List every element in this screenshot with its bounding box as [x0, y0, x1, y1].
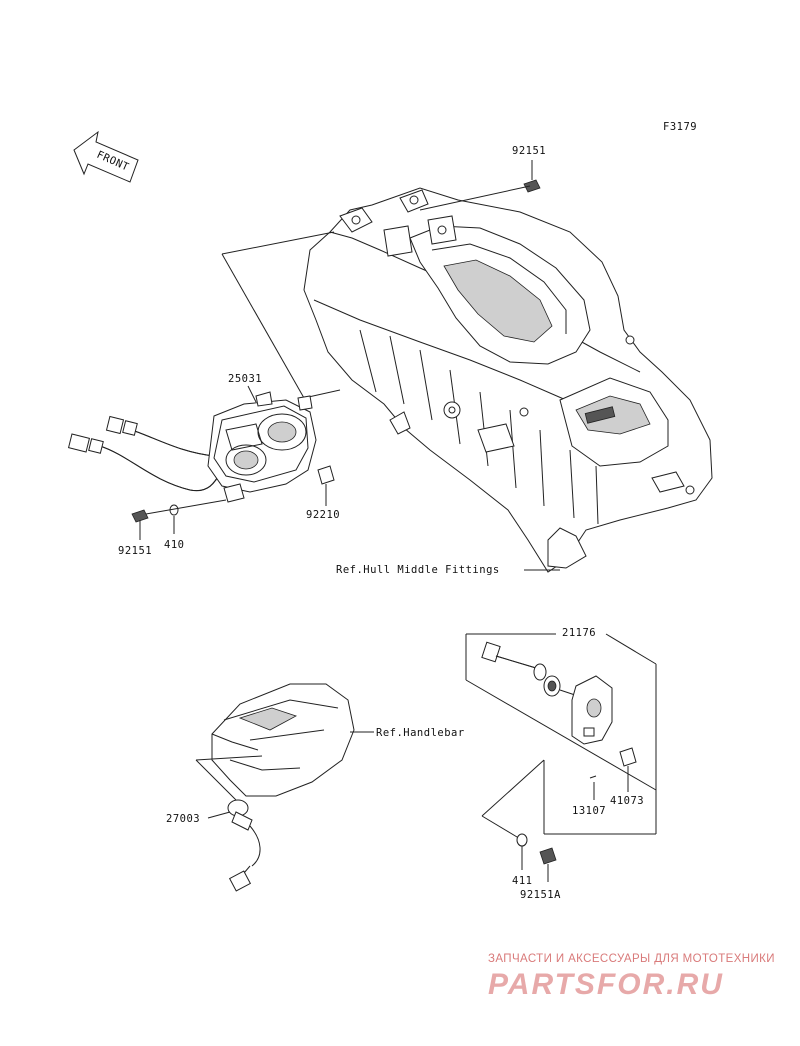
hull-dash-panel — [303, 187, 713, 573]
label-13107: 13107 — [572, 805, 606, 817]
label-ref-handlebar: Ref.Handlebar — [376, 727, 465, 739]
label-410: 410 — [164, 539, 184, 551]
label-ref-hull: Ref.Hull Middle Fittings — [336, 564, 500, 576]
handlebar-cover — [211, 683, 355, 797]
label-41073: 41073 — [610, 795, 644, 807]
label-411: 411 — [512, 875, 532, 887]
pin-13107 — [589, 775, 597, 800]
watermark-tagline: ЗАПЧАСТИ И АКСЕССУАРЫ ДЛЯ МОТОТЕХНИКИ — [488, 953, 775, 965]
bolt-92151-left — [131, 509, 149, 540]
label-25031: 25031 — [228, 373, 262, 385]
label-92151A: 92151A — [520, 889, 561, 901]
figure-code: F3179 — [663, 121, 697, 133]
nut-92210 — [317, 465, 335, 506]
front-arrow-icon: FRONT — [73, 130, 139, 183]
label-27003: 27003 — [166, 813, 200, 825]
label-21176: 21176 — [562, 627, 596, 639]
watermark-logo: PARTSFOR.RU — [488, 968, 724, 1001]
washer-411 — [516, 833, 528, 870]
clip-41073 — [619, 747, 637, 792]
washer-410 — [169, 504, 179, 534]
bolt-92151A — [539, 847, 557, 882]
label-92151-left: 92151 — [118, 545, 152, 557]
label-92151-top: 92151 — [512, 145, 546, 157]
sensor-27003 — [227, 799, 261, 892]
bolt-92151-top — [419, 160, 541, 211]
switch-assembly-21176 — [481, 641, 613, 745]
label-92210: 92210 — [306, 509, 340, 521]
meter-assembly-25031 — [67, 391, 317, 503]
